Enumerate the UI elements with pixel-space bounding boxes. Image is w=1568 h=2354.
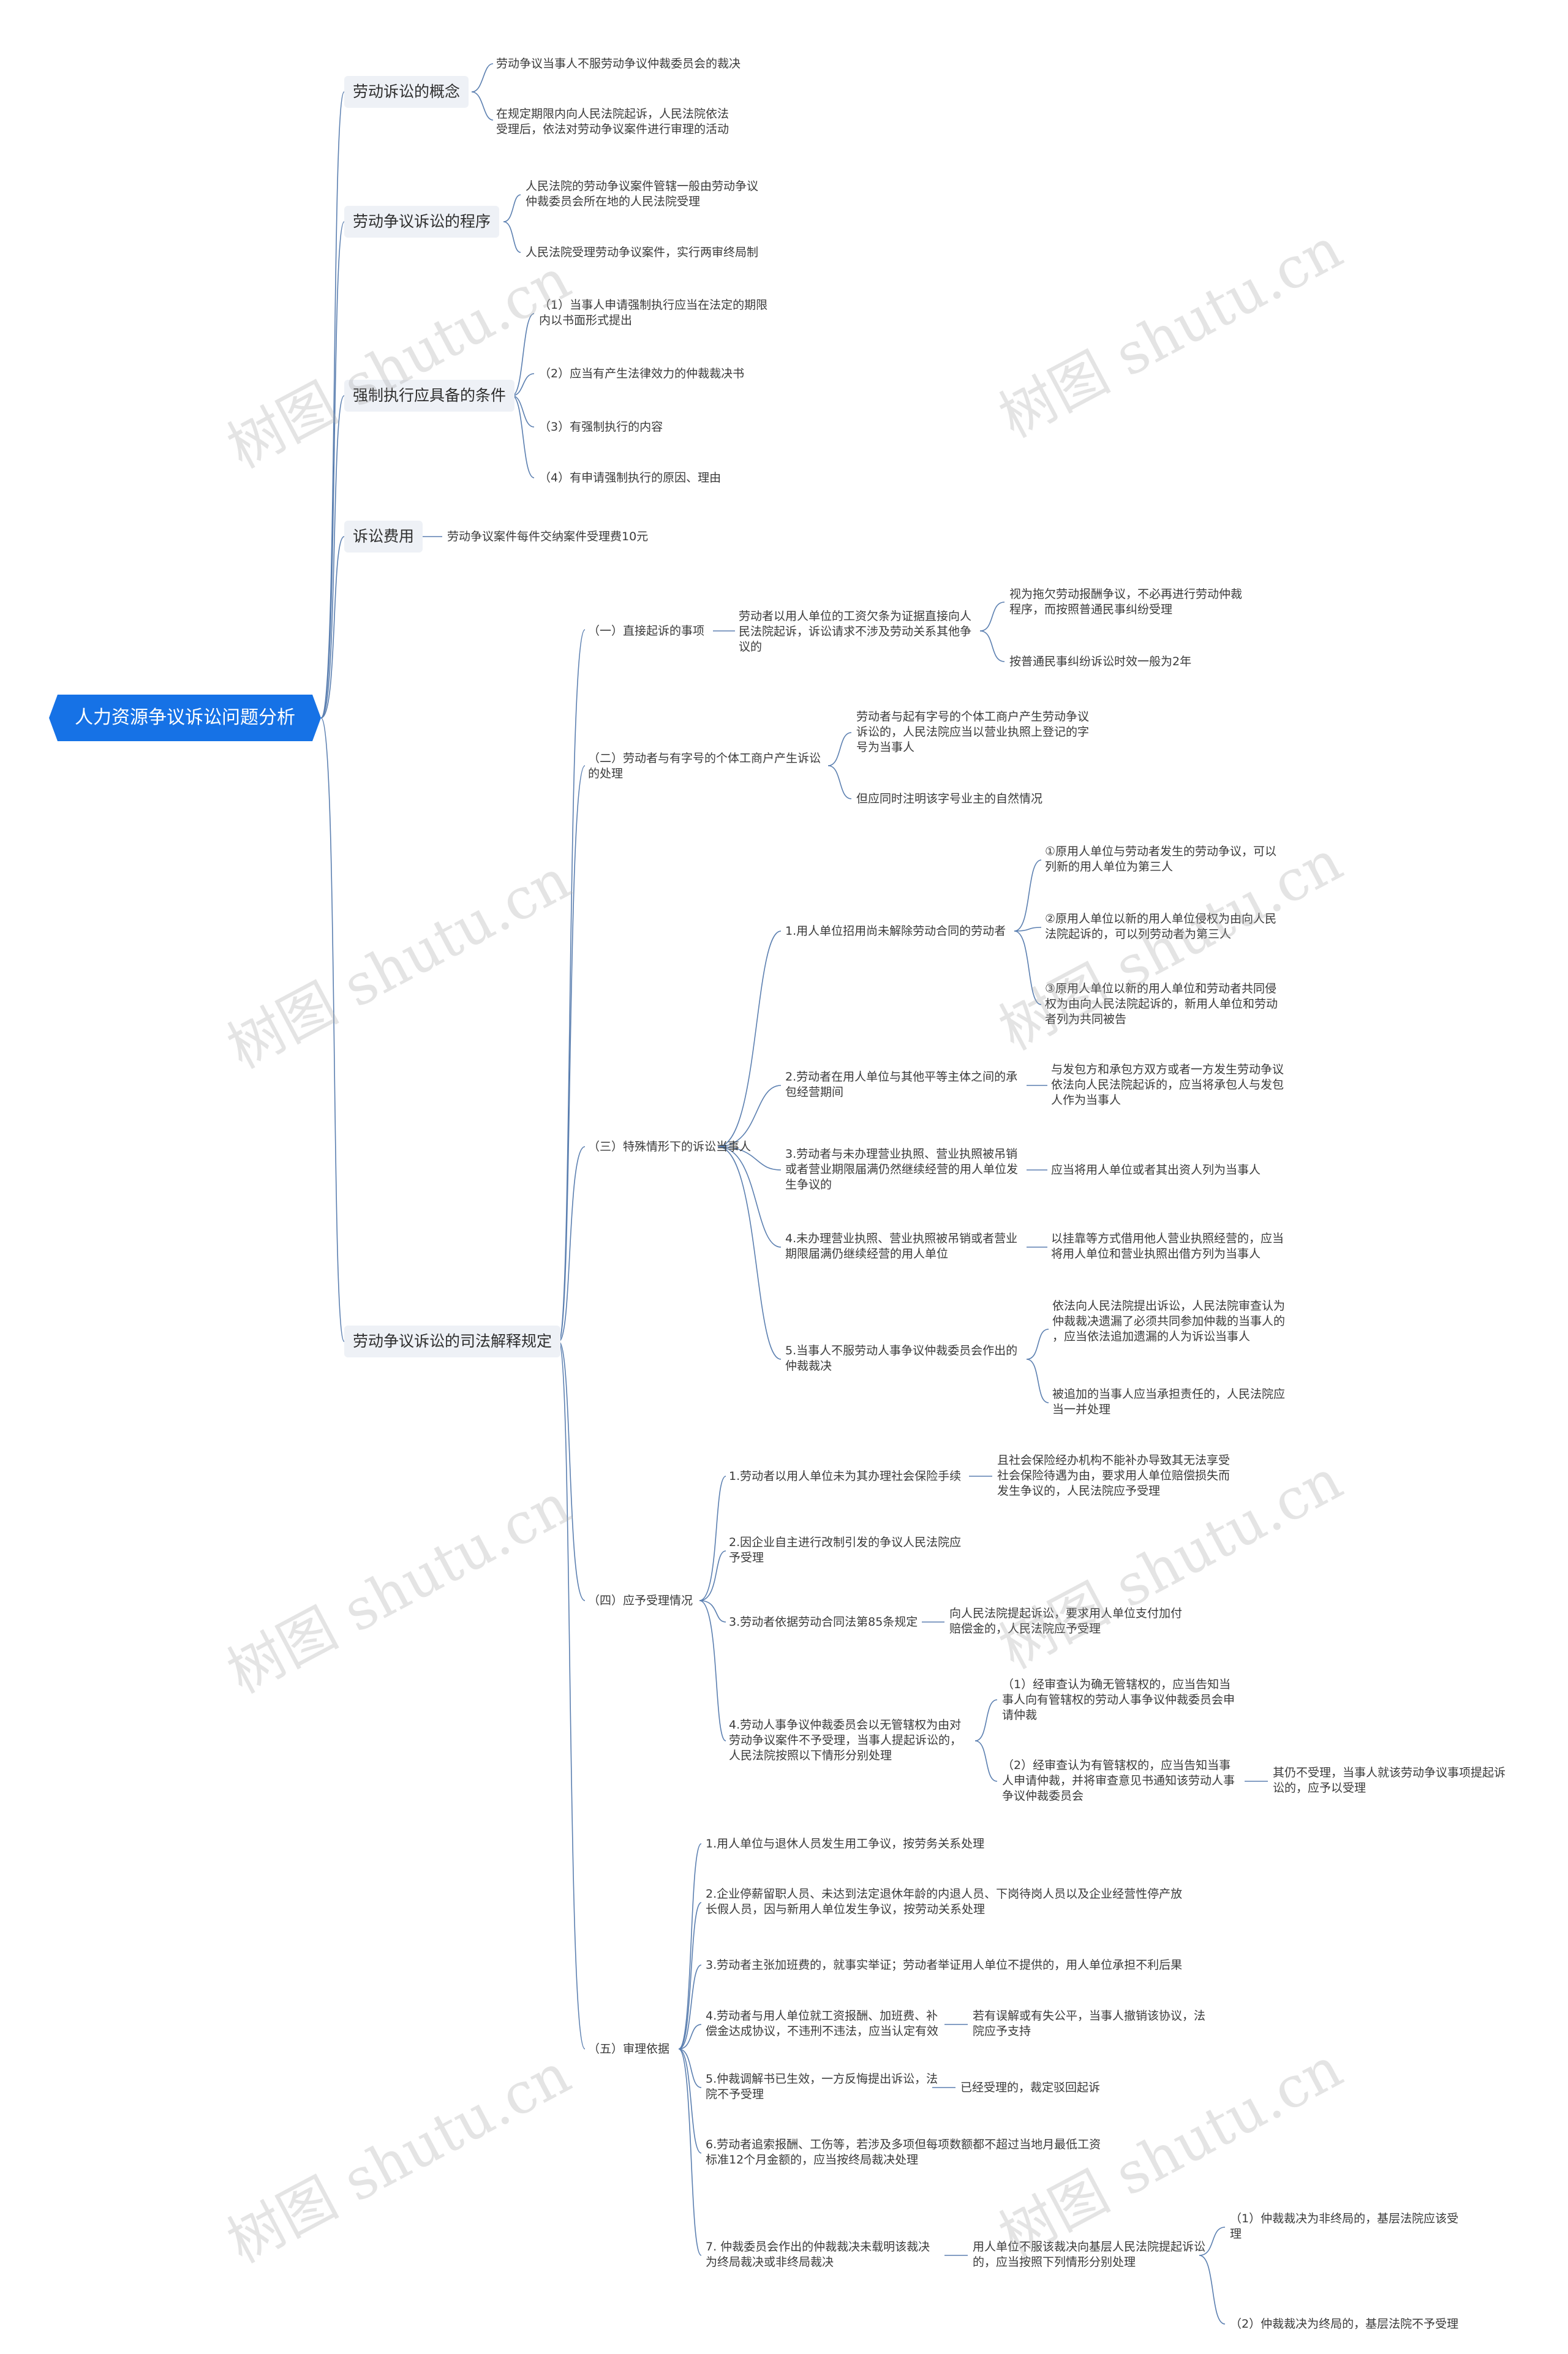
s3-i2[interactable]: 2.劳动者在用人单位与其他平等主体之间的承 包经营期间 [785,1070,1018,1099]
s1-item[interactable]: 劳动者以用人单位的工资欠条为证据直接向人 民法院起诉，诉讼请求不涉及劳动关系其他… [739,609,972,654]
s5-item-7-subsub-1[interactable]: （1）仲裁裁决为非终局的，基层法院应该受 理 [1230,2212,1459,2241]
s3-label[interactable]: （三）特殊情形下的诉讼当事人 [588,1140,752,1153]
concept-item-2[interactable]: 在规定期限内向人民法院起诉，人民法院依法 受理后，依法对劳动争议案件进行审理的活… [496,107,729,136]
s3-i1[interactable]: 1.用人单位招用尚未解除劳动合同的劳动者 [785,924,1006,938]
branch-judicial[interactable]: 劳动争议诉讼的司法解释规定 [344,1326,561,1357]
s1-sub-1[interactable]: 视为拖欠劳动报酬争议，不必再进行劳动仲裁 程序，而按照普通民事纠纷受理 [1009,587,1243,616]
enforcement-item-2[interactable]: （2）应当有产生法律效力的仲裁裁决书 [539,367,745,380]
s4-i4-subsub[interactable]: 其仍不受理，当事人就该劳动争议事项提起诉 讼的，应予以受理 [1273,1766,1506,1795]
s3-i1-sub-2[interactable]: ②原用人单位以新的用人单位侵权为由向人民 法院起诉的，可以列劳动者为第三人 [1045,912,1277,941]
s5-label[interactable]: （五）审理依据 [588,2042,670,2056]
root-node[interactable]: 人力资源争议诉讼问题分析 [49,695,321,741]
s3-i3-sub[interactable]: 应当将用人单位或者其出资人列为当事人 [1051,1163,1261,1177]
s5-item-4[interactable]: 4.劳动者与用人单位就工资报酬、加班费、补 偿金达成协议，不违刑不违法，应当认定… [706,2009,939,2038]
s5-item-7-subsub-2[interactable]: （2）仲裁裁决为终局的，基层法院不予受理 [1230,2317,1459,2331]
s3-i1-sub-1[interactable]: ①原用人单位与劳动者发生的劳动争议，可以 列新的用人单位为第三人 [1045,845,1277,873]
s4-i4[interactable]: 4.劳动人事争议仲裁委员会以无管辖权为由对 劳动争议案件不予受理，当事人提起诉讼… [729,1718,962,1762]
s2-label[interactable]: （二）劳动者与有字号的个体工商户产生诉讼 的处理 [588,752,821,780]
s3-i5-sub-2[interactable]: 被追加的当事人应当承担责任的，人民法院应 当一并处理 [1052,1387,1286,1416]
s4-i3[interactable]: 3.劳动者依据劳动合同法第85条规定 [729,1615,918,1629]
s3-i2-sub[interactable]: 与发包方和承包方双方或者一方发生劳动争议 依法向人民法院起诉的，应当将承包人与发… [1051,1063,1284,1107]
s5-item-5[interactable]: 5.仲裁调解书已生效，一方反悔提出诉讼，法 院不予受理 [706,2072,938,2101]
concept-item-1[interactable]: 劳动争议当事人不服劳动争议仲裁委员会的裁决 [496,57,741,70]
s5-item-1[interactable]: 1.用人单位与退休人员发生用工争议，按劳务关系处理 [706,1837,985,1850]
s4-i2[interactable]: 2.因企业自主进行改制引发的争议人民法院应 予受理 [729,1536,962,1564]
branch-fees[interactable]: 诉讼费用 [344,521,423,553]
s3-i1-sub-3[interactable]: ③原用人单位以新的用人单位和劳动者共同侵 权为由向人民法院起诉的，新用人单位和劳… [1045,982,1278,1026]
s5-item-6[interactable]: 6.劳动者追索报酬、工伤等，若涉及多项但每项数额都不超过当地月最低工资 标准12… [706,2138,1101,2167]
enforcement-item-4[interactable]: （4）有申请强制执行的原因、理由 [539,471,722,485]
s4-i4-sub-2[interactable]: （2）经审查认为有管辖权的，应当告知当事 人申请仲裁，并将审查意见书通知该劳动人… [1002,1759,1235,1803]
s5-item-5-sub[interactable]: 已经受理的，裁定驳回起诉 [960,2081,1101,2094]
s4-i3-sub[interactable]: 向人民法院提起诉讼，要求用人单位支付加付 赔偿金的，人民法院应予受理 [949,1607,1183,1635]
s5-item-2[interactable]: 2.企业停薪留职人员、未达到法定退休年龄的内退人员、下岗待岗人员以及企业经营性停… [706,1887,1183,1916]
enforcement-item-3[interactable]: （3）有强制执行的内容 [539,420,663,434]
s2-item-2[interactable]: 但应同时注明该字号业主的自然情况 [856,792,1043,805]
s3-i3[interactable]: 3.劳动者与未办理营业执照、营业执照被吊销 或者营业期限届满仍然继续经营的用人单… [785,1147,1019,1191]
s5-item-4-sub[interactable]: 若有误解或有失公平，当事人撤销该协议，法 院应予支持 [973,2009,1206,2038]
s2-item-1[interactable]: 劳动者与起有字号的个体工商户产生劳动争议 诉讼的，人民法院应当以营业执照上登记的… [856,710,1090,754]
s5-item-7[interactable]: 7. 仲裁委员会作出的仲裁裁决未载明该裁决 为终局裁决或非终局裁决 [706,2240,930,2269]
s4-i4-sub-1[interactable]: （1）经审查认为确无管辖权的，应当告知当 事人向有管辖权的劳动人事争议仲裁委员会… [1002,1678,1235,1722]
branch-concept[interactable]: 劳动诉讼的概念 [344,76,469,108]
s5-item-3[interactable]: 3.劳动者主张加班费的，就事实举证；劳动者举证用人单位不提供的，用人单位承担不利… [706,1958,1183,1972]
s4-label[interactable]: （四）应予受理情况 [588,1594,693,1607]
procedure-item-2[interactable]: 人民法院受理劳动争议案件，实行两审终局制 [526,246,759,259]
s1-sub-2[interactable]: 按普通民事纠纷诉讼时效一般为2年 [1009,655,1192,668]
s1-label[interactable]: （一）直接起诉的事项 [588,624,705,638]
s3-i4[interactable]: 4.未办理营业执照、营业执照被吊销或者营业 期限届满仍继续经营的用人单位 [785,1232,1018,1261]
procedure-item-1[interactable]: 人民法院的劳动争议案件管辖一般由劳动争议 仲裁委员会所在地的人民法院受理 [526,179,759,208]
s5-item-7-sub[interactable]: 用人单位不服该裁决向基层人民法院提起诉讼 的，应当按照下列情形分别处理 [973,2240,1206,2269]
enforcement-item-1[interactable]: （1）当事人申请强制执行应当在法定的期限 内以书面形式提出 [539,298,768,327]
s3-i5[interactable]: 5.当事人不服劳动人事争议仲裁委员会作出的 仲裁裁决 [785,1344,1018,1373]
s4-i1-sub[interactable]: 且社会保险经办机构不能补办导致其无法享受 社会保险待遇为由，要求用人单位赔偿损失… [997,1454,1231,1498]
fees-item-1[interactable]: 劳动争议案件每件交纳案件受理费10元 [447,530,649,543]
branch-enforcement[interactable]: 强制执行应具备的条件 [344,380,515,412]
s3-i5-sub-1[interactable]: 依法向人民法院提出诉讼，人民法院审查认为 仲裁裁决遗漏了必须共同参加仲裁的当事人… [1052,1299,1286,1343]
s3-i4-sub[interactable]: 以挂靠等方式借用他人营业执照经营的，应当 将用人单位和营业执照出借方列为当事人 [1051,1232,1284,1261]
branch-procedure[interactable]: 劳动争议诉讼的程序 [344,206,500,238]
s4-i1[interactable]: 1.劳动者以用人单位未为其办理社会保险手续 [729,1469,962,1483]
